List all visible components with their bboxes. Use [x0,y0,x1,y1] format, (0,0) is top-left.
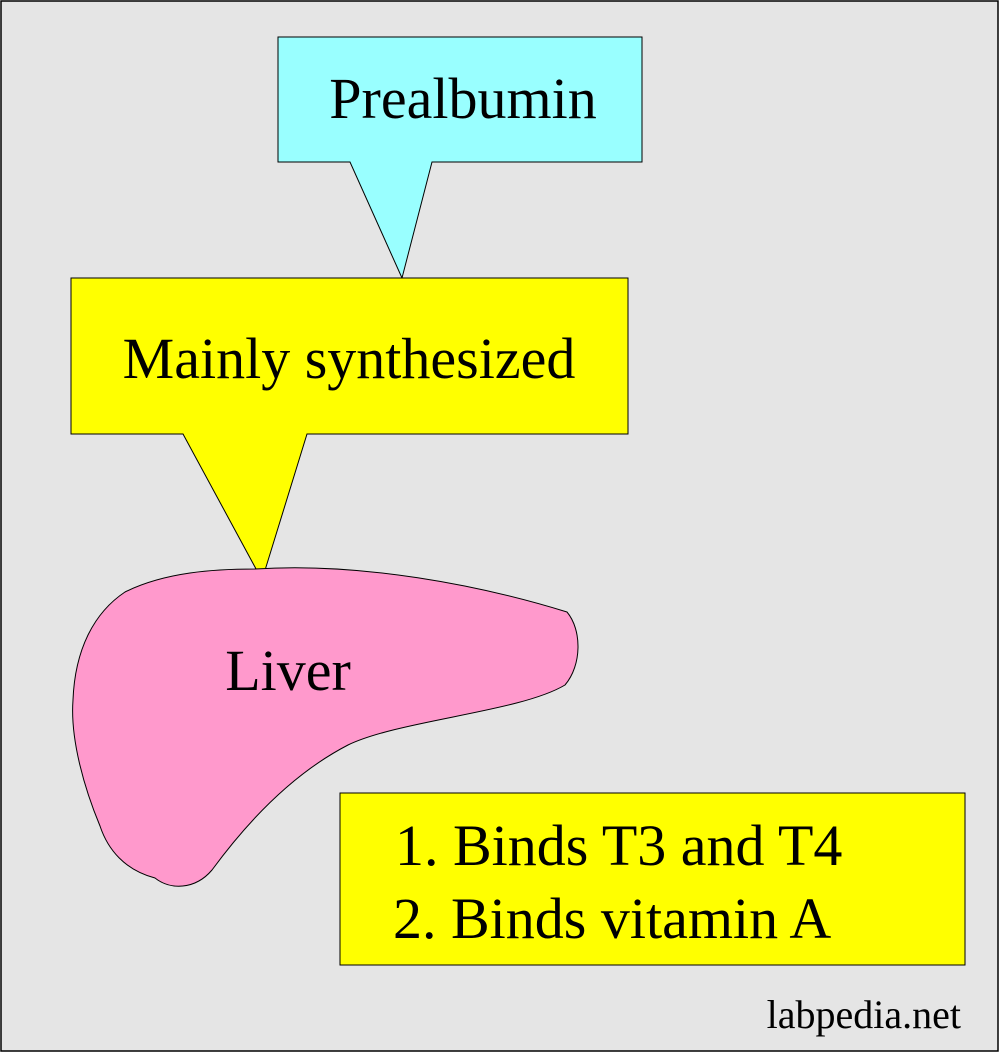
function-item-2: 2. Binds vitamin A [393,886,831,951]
function-item-1: 1. Binds T3 and T4 [395,813,842,878]
synthesized-callout: Mainly synthesized [70,277,629,582]
prealbumin-callout-shape [277,36,643,280]
functions-box: 1. Binds T3 and T4 2. Binds vitamin A [339,792,966,966]
functions-box-shape [339,792,966,966]
synthesized-callout-shape [70,277,629,582]
prealbumin-callout: Prealbumin [277,36,643,280]
prealbumin-label: Prealbumin [329,66,596,131]
watermark-text: labpedia.net [767,992,961,1037]
liver-label: Liver [225,638,351,703]
liver-shape [72,567,579,887]
liver-organ: Liver [72,567,579,887]
synthesized-label: Mainly synthesized [123,326,576,391]
